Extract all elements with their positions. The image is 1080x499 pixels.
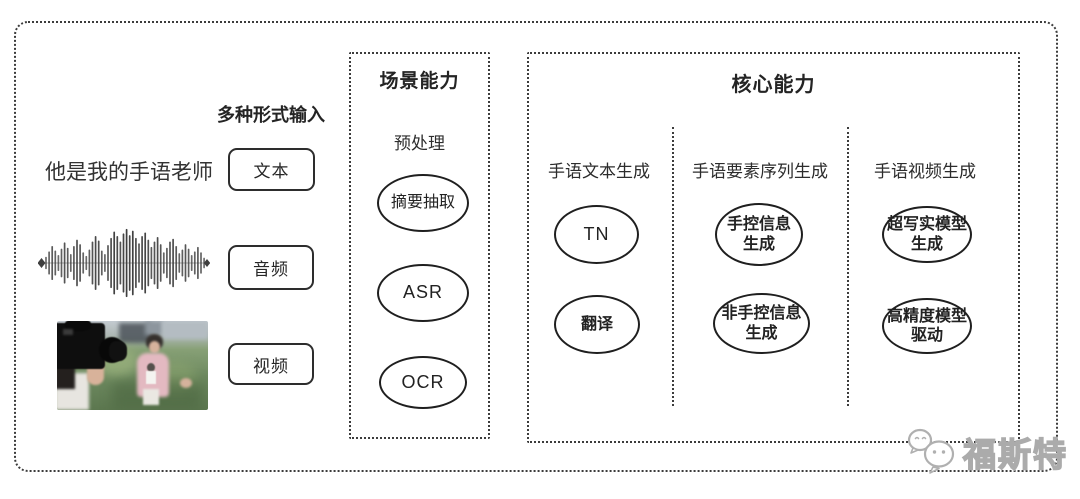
reporter-face (149, 341, 160, 353)
column-header-video-generation: 手语视频生成 (874, 162, 976, 181)
camera-highlight (63, 329, 73, 335)
node-label: ASR (402, 282, 443, 303)
audio-waveform-graphic (38, 228, 210, 298)
text-input-label: 文本 (253, 162, 290, 181)
node-nonmanual-info-generation: 非手控信息 生成 (713, 293, 810, 354)
node-hyperrealistic-model-generation: 超写实模型 生成 (882, 206, 972, 263)
camera-top (65, 321, 91, 331)
node-asr: ASR (377, 264, 469, 322)
microphone-flag (146, 371, 156, 384)
node-label: 摘要抽取 (390, 194, 455, 212)
core-panel-title: 核心能力 (731, 74, 816, 96)
reporter-photo (57, 321, 208, 410)
column-divider (672, 127, 674, 406)
watermark-text: 福斯特 (962, 435, 1068, 473)
node-ocr: OCR (379, 356, 467, 409)
input-section-label: 多种形式输入 (217, 105, 325, 125)
watermark: 福斯特 (903, 427, 1068, 475)
node-label: 非手控信息 生成 (721, 305, 802, 342)
camera-lens-hood (109, 341, 127, 361)
text-input-box: 文本 (228, 148, 315, 191)
reporter-hand (180, 378, 192, 388)
audio-input-box: 音频 (228, 245, 314, 290)
building-dark (119, 323, 151, 343)
scene-panel-title: 场景能力 (379, 71, 460, 92)
node-label: 翻译 (580, 315, 613, 333)
video-input-box: 视频 (228, 343, 314, 385)
outer-dotted-border (14, 21, 1058, 472)
building-mid (145, 321, 163, 335)
preprocessing-label: 预处理 (394, 134, 445, 153)
node-label: 手控信息 生成 (726, 216, 791, 253)
video-input-label: 视频 (253, 356, 289, 376)
node-summary-extraction: 摘要抽取 (377, 174, 469, 232)
column-header-text-generation: 手语文本生成 (548, 162, 650, 181)
node-label: 高精度模型 驱动 (886, 307, 967, 344)
node-translation: 翻译 (554, 295, 640, 354)
node-label: TN (583, 223, 610, 244)
wechat-icon (907, 428, 955, 474)
scene-capability-panel (349, 52, 490, 439)
building-light (162, 321, 208, 339)
column-divider (847, 127, 849, 406)
sample-sentence-text: 他是我的手语老师 (45, 161, 213, 184)
core-capability-panel (527, 52, 1020, 443)
node-label: 超写实模型 生成 (886, 216, 967, 253)
node-label: OCR (401, 371, 445, 392)
node-manual-info-generation: 手控信息 生成 (715, 203, 803, 266)
audio-input-label: 音频 (253, 260, 289, 279)
reporter-papers (143, 389, 159, 405)
column-header-element-sequence-generation: 手语要素序列生成 (692, 162, 828, 181)
microphone-head (147, 363, 155, 372)
node-tn: TN (554, 205, 639, 264)
node-high-precision-model-driving: 高精度模型 驱动 (882, 298, 972, 354)
